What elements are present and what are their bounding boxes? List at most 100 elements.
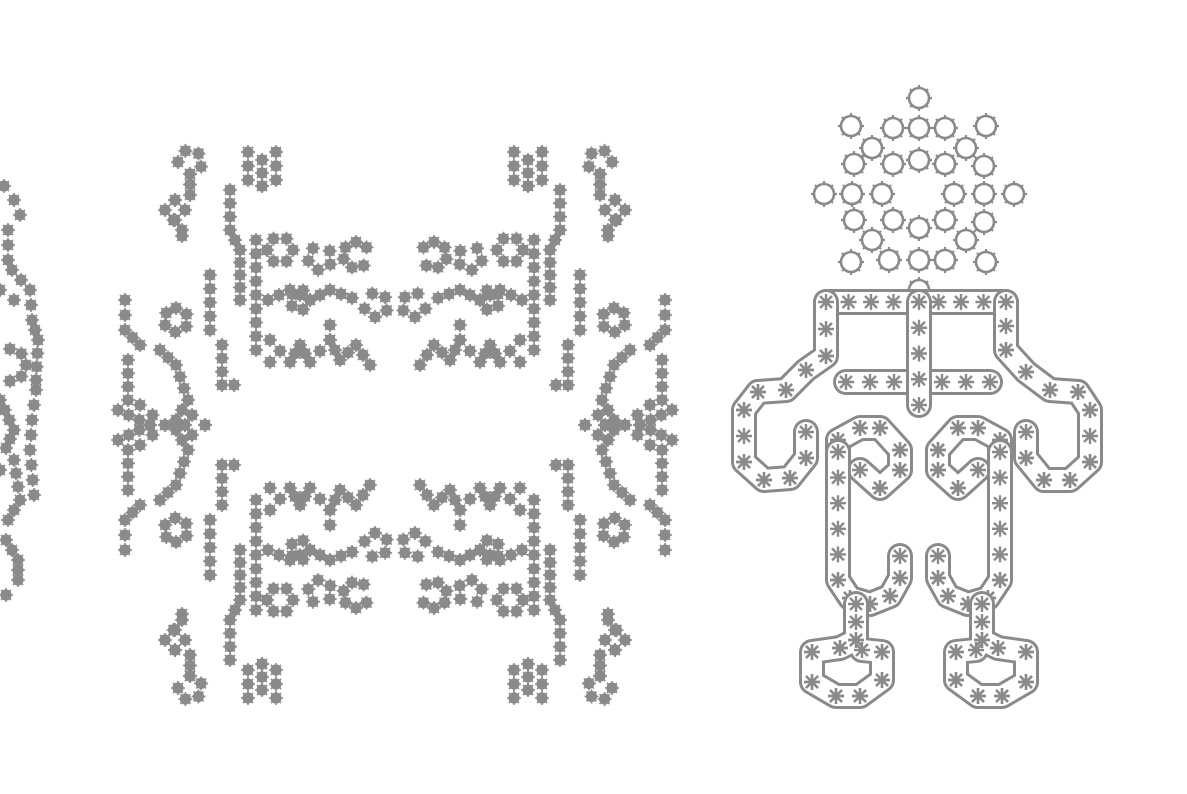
star-joint-icon bbox=[1018, 674, 1034, 690]
flower-ring-icon bbox=[878, 205, 908, 235]
robot-body bbox=[731, 289, 1103, 709]
star-joint-icon bbox=[998, 294, 1014, 310]
asterisk-cell-icon bbox=[30, 332, 46, 348]
star-joint-icon bbox=[934, 374, 950, 390]
flower-ring-icon bbox=[836, 111, 866, 141]
star-joint-icon bbox=[848, 596, 864, 612]
chain-tube-core bbox=[946, 594, 1036, 706]
star-joint-icon bbox=[804, 644, 820, 660]
symmetric-ornament bbox=[111, 144, 679, 706]
star-joint-icon bbox=[1018, 424, 1034, 440]
asterisk-cell-icon bbox=[26, 487, 42, 503]
star-joint-icon bbox=[930, 548, 946, 564]
star-joint-icon bbox=[975, 294, 992, 310]
star-joint-icon bbox=[1018, 364, 1034, 380]
asterisk-cell-icon bbox=[28, 358, 45, 375]
star-joint-icon bbox=[874, 672, 890, 688]
star-joint-icon bbox=[911, 294, 927, 310]
star-joint-icon bbox=[1082, 454, 1098, 470]
star-joint-icon bbox=[778, 382, 794, 398]
asterisk-cell-icon bbox=[24, 472, 41, 488]
flower-ring-icon bbox=[999, 179, 1029, 209]
asterisk-cell-icon bbox=[6, 192, 22, 208]
star-joint-icon bbox=[736, 402, 752, 418]
star-joint-icon bbox=[804, 674, 820, 690]
star-joint-icon bbox=[998, 318, 1014, 334]
star-joint-icon bbox=[872, 420, 888, 436]
star-joint-icon bbox=[798, 362, 814, 378]
star-joint-icon bbox=[852, 462, 868, 478]
snowflake-robot bbox=[731, 83, 1103, 709]
asterisk-cell-icon bbox=[23, 457, 40, 473]
asterisk-cell-icon bbox=[10, 572, 26, 588]
star-joint-icon bbox=[872, 480, 888, 496]
star-joint-icon bbox=[818, 321, 834, 337]
flower-ring-icon bbox=[971, 247, 1001, 277]
asterisk-cell-icon bbox=[12, 207, 28, 223]
star-joint-icon bbox=[782, 470, 798, 486]
star-joint-icon bbox=[848, 632, 864, 648]
star-joint-icon bbox=[830, 520, 846, 537]
star-joint-icon bbox=[982, 374, 998, 390]
flower-ring-icon bbox=[904, 113, 934, 143]
flower-ring-icon bbox=[878, 113, 908, 143]
star-joint-icon bbox=[958, 374, 974, 390]
star-joint-icon bbox=[968, 642, 984, 658]
star-joint-icon bbox=[818, 348, 834, 364]
asterisk-cell-icon bbox=[23, 427, 39, 443]
asterisk-cell-icon bbox=[0, 222, 16, 238]
flower-ring-icon bbox=[809, 179, 839, 209]
asterisk-cell-icon bbox=[0, 282, 8, 298]
ornament-quadrant-br bbox=[396, 418, 679, 706]
star-joint-icon bbox=[994, 688, 1010, 704]
flower-ring-icon bbox=[904, 213, 934, 243]
flower-ring-icon bbox=[839, 205, 869, 235]
asterisk-cell-icon bbox=[29, 345, 46, 362]
star-joint-icon bbox=[992, 546, 1008, 563]
star-joint-icon bbox=[992, 444, 1008, 460]
star-joint-icon bbox=[886, 374, 902, 390]
star-joint-icon bbox=[911, 319, 927, 336]
star-joint-icon bbox=[828, 688, 844, 704]
star-joint-icon bbox=[818, 294, 834, 310]
flower-ring-icon bbox=[904, 145, 934, 175]
star-joint-icon bbox=[911, 371, 927, 388]
star-joint-icon bbox=[960, 596, 976, 612]
asterisk-cell-icon bbox=[6, 292, 22, 308]
star-joint-icon bbox=[882, 588, 898, 604]
chain-tube-core bbox=[802, 594, 892, 706]
star-joint-icon bbox=[1018, 644, 1034, 660]
star-joint-icon bbox=[930, 294, 947, 310]
star-joint-icon bbox=[950, 420, 966, 436]
partial-left-pattern bbox=[0, 178, 46, 603]
star-joint-icon bbox=[862, 596, 878, 612]
star-joint-icon bbox=[832, 640, 848, 656]
star-joint-icon bbox=[948, 644, 964, 660]
star-joint-icon bbox=[830, 546, 846, 563]
star-joint-icon bbox=[892, 462, 908, 478]
asterisk-cell-icon bbox=[28, 382, 44, 398]
star-joint-icon bbox=[830, 572, 846, 588]
star-joint-icon bbox=[862, 374, 878, 390]
star-joint-icon bbox=[974, 596, 990, 612]
flower-ring-icon bbox=[867, 179, 897, 209]
star-joint-icon bbox=[756, 472, 772, 488]
asterisk-cell-icon bbox=[22, 442, 38, 458]
star-joint-icon bbox=[798, 450, 814, 466]
star-joint-icon bbox=[798, 424, 814, 440]
star-joint-icon bbox=[1082, 402, 1098, 418]
star-joint-icon bbox=[998, 342, 1014, 358]
flower-ring-icon bbox=[904, 245, 934, 275]
star-joint-icon bbox=[970, 420, 986, 436]
flower-ring-icon bbox=[930, 245, 960, 275]
star-joint-icon bbox=[863, 294, 879, 310]
star-joint-icon bbox=[852, 420, 868, 436]
asterisk-cell-icon bbox=[23, 297, 39, 313]
star-joint-icon bbox=[940, 588, 956, 604]
flower-ring-icon bbox=[930, 205, 960, 235]
star-joint-icon bbox=[948, 672, 964, 688]
star-joint-icon bbox=[1036, 472, 1052, 488]
asterisk-cell-icon bbox=[22, 282, 38, 298]
star-joint-icon bbox=[885, 294, 902, 310]
